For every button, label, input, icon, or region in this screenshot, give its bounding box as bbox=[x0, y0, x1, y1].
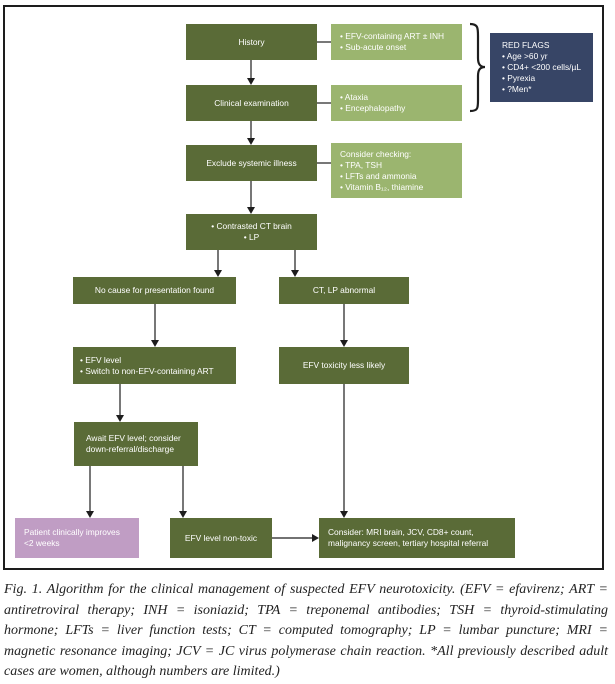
node-line: • Contrasted CT brain bbox=[211, 221, 292, 231]
node-patient-improves: Patient clinically improves<2 weeks bbox=[15, 518, 139, 558]
node-line: Await EFV level; consider bbox=[86, 433, 181, 443]
node-line: • Ataxia bbox=[340, 92, 369, 102]
node-line: <2 weeks bbox=[24, 538, 60, 548]
node-history: History bbox=[186, 24, 317, 60]
node-line: No cause for presentation found bbox=[94, 285, 215, 295]
node-consider-checking: Consider checking:• TPA, TSH• LFTs and a… bbox=[331, 143, 462, 198]
node-line: • Switch to non-EFV-containing ART bbox=[80, 365, 214, 376]
node-line: • ?Men* bbox=[502, 84, 532, 94]
node-ct-lp-abnormal: CT, LP abnormal bbox=[279, 277, 409, 304]
node-line: • CD4+ <200 cells/µL bbox=[502, 62, 581, 72]
node-ct-lp: • Contrasted CT brain• LP bbox=[186, 214, 317, 250]
node-line: • TPA, TSH bbox=[340, 159, 383, 170]
node-line: Consider checking: bbox=[340, 148, 412, 159]
node-line: • Age >60 yr bbox=[502, 51, 548, 61]
node-no-cause-found: No cause for presentation found bbox=[73, 277, 236, 304]
node-consider-mri: Consider: MRI brain, JCV, CD8+ count,mal… bbox=[319, 518, 515, 558]
figure-caption: Fig. 1. Algorithm for the clinical manag… bbox=[4, 582, 608, 679]
node-line: CT, LP abnormal bbox=[312, 285, 376, 295]
node-efv-level-switch: • EFV level• Switch to non-EFV-containin… bbox=[73, 347, 236, 384]
node-line: EFV level non-toxic bbox=[184, 532, 258, 543]
node-line: • LP bbox=[243, 232, 260, 242]
node-line: • Pyrexia bbox=[502, 73, 536, 83]
node-line: RED FLAGS bbox=[502, 40, 550, 50]
node-exclude-systemic-illness: Exclude systemic illness bbox=[186, 145, 317, 181]
node-history-notes: • EFV-containing ART ± INH• Sub-acute on… bbox=[331, 24, 462, 60]
node-line: • LFTs and ammonia bbox=[340, 170, 417, 181]
node-line: Patient clinically improves bbox=[24, 527, 120, 537]
node-red-flags: RED FLAGS• Age >60 yr• CD4+ <200 cells/µ… bbox=[490, 33, 593, 102]
figure-frame bbox=[3, 5, 604, 570]
node-efv-toxicity-less-likely: EFV toxicity less likely bbox=[279, 347, 409, 384]
node-clinical-examination: Clinical examination bbox=[186, 85, 317, 121]
node-line: Consider: MRI brain, JCV, CD8+ count, bbox=[328, 527, 474, 537]
node-line: • EFV level bbox=[80, 354, 122, 365]
node-clinical-notes: • Ataxia• Encephalopathy bbox=[331, 85, 462, 121]
node-line: • Sub-acute onset bbox=[340, 42, 407, 52]
node-line: Exclude systemic illness bbox=[206, 157, 297, 168]
node-line: malignancy screen, tertiary hospital ref… bbox=[328, 538, 489, 548]
node-efv-level-non-toxic: EFV level non-toxic bbox=[170, 518, 272, 558]
node-line: History bbox=[238, 36, 265, 47]
node-line: Clinical examination bbox=[214, 97, 289, 108]
node-line: • Vitamin B₁₂, thiamine bbox=[340, 181, 424, 192]
node-line: • EFV-containing ART ± INH bbox=[340, 31, 445, 41]
node-line: EFV toxicity less likely bbox=[302, 360, 386, 370]
node-line: down-referral/discharge bbox=[86, 444, 174, 454]
node-line: • Encephalopathy bbox=[340, 103, 406, 113]
